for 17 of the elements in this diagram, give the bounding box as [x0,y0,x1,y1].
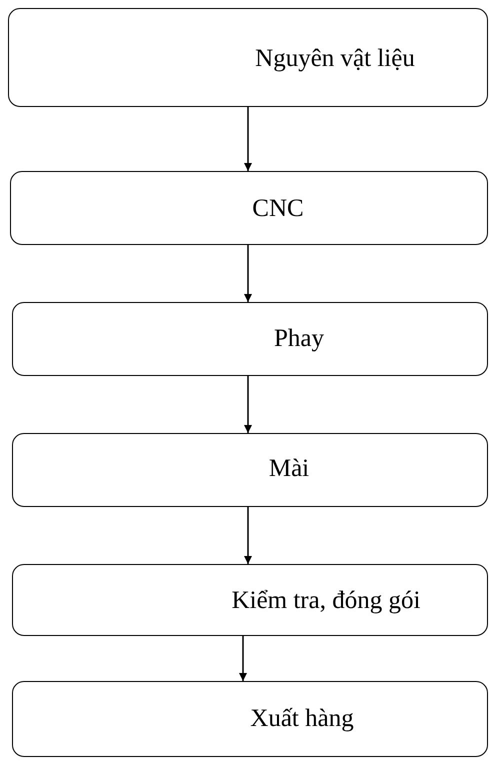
process-box [12,564,488,636]
step-label: CNC [252,195,304,223]
step-label: Xuất hàng [250,705,354,733]
process-box [12,681,488,757]
step-label: Phay [274,325,324,353]
step-label: Kiểm tra, đóng gói [232,587,420,615]
process-box [12,302,488,376]
arrow [244,245,252,302]
arrow [244,107,252,171]
process-box [12,433,488,507]
process-box [10,171,488,245]
arrow [239,636,247,681]
arrow [244,376,252,433]
arrow [244,507,252,564]
step-label: Nguyên vật liệu [255,45,415,73]
process-box [8,8,488,107]
step-label: Mài [268,455,310,483]
